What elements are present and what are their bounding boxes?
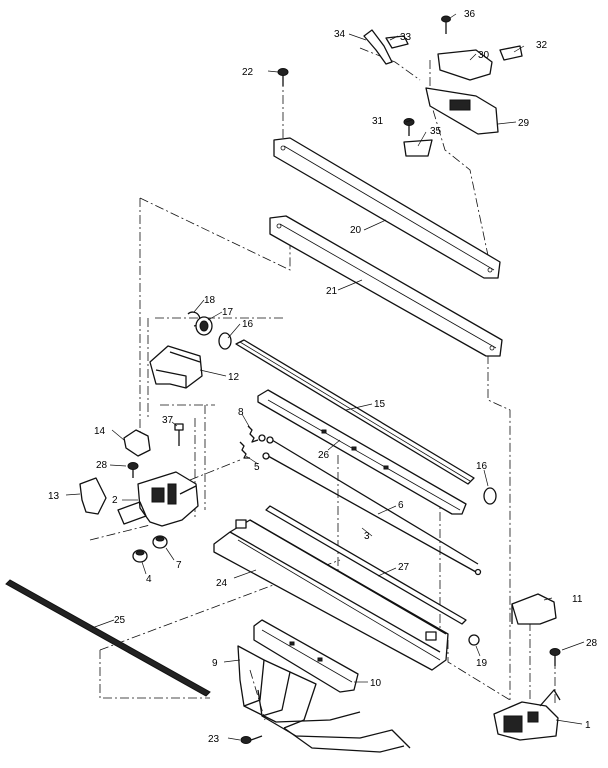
callout-33: 33 bbox=[400, 32, 412, 43]
guide-plate-26 bbox=[257, 389, 467, 515]
callout-5: 5 bbox=[254, 462, 260, 473]
callout-7: 7 bbox=[176, 560, 182, 571]
callout-17: 17 bbox=[222, 307, 234, 318]
nut-19 bbox=[468, 634, 480, 646]
rail-21 bbox=[269, 215, 503, 357]
callout-20: 20 bbox=[350, 225, 362, 236]
callout-19: 19 bbox=[476, 658, 488, 669]
carriage-bracket-assembly bbox=[363, 29, 523, 157]
rod-6 bbox=[266, 436, 479, 565]
bracket-11 bbox=[511, 593, 557, 625]
callout-12: 12 bbox=[228, 372, 240, 383]
callout-35: 35 bbox=[430, 126, 442, 137]
callout-15: 15 bbox=[374, 399, 386, 410]
callout-21: 21 bbox=[326, 286, 338, 297]
callout-24: 24 bbox=[216, 578, 228, 589]
callout-2: 2 bbox=[112, 495, 118, 506]
bushing-parts bbox=[187, 311, 497, 505]
screw-37 bbox=[174, 423, 184, 446]
rail-20 bbox=[273, 137, 501, 279]
bracket-13 bbox=[79, 477, 107, 515]
callout-6: 6 bbox=[398, 500, 404, 511]
callout-16a: 16 bbox=[242, 319, 254, 330]
screw-28-right bbox=[549, 648, 561, 666]
carriage-head-2 bbox=[117, 471, 199, 527]
leader-lines bbox=[65, 13, 585, 741]
knob-7 bbox=[152, 535, 168, 549]
shaft-15 bbox=[235, 339, 475, 485]
callout-37: 37 bbox=[162, 415, 174, 426]
callout-9: 9 bbox=[212, 658, 218, 669]
strip-25 bbox=[5, 579, 211, 697]
callout-25: 25 bbox=[114, 615, 126, 626]
knob-4 bbox=[132, 549, 148, 563]
callout-labels: 1 2 3 4 5 6 7 8 9 10 11 12 13 14 15 16 1… bbox=[48, 9, 598, 745]
callout-11: 11 bbox=[572, 594, 583, 605]
callout-1: 1 bbox=[585, 720, 591, 731]
callout-31: 31 bbox=[372, 116, 384, 127]
alignment-lines bbox=[89, 47, 556, 721]
plate-10 bbox=[253, 619, 359, 693]
callout-27: 27 bbox=[398, 562, 410, 573]
ribbon-cable-9 bbox=[237, 645, 411, 753]
callout-36: 36 bbox=[464, 9, 476, 20]
callout-18: 18 bbox=[204, 295, 216, 306]
callout-16b: 16 bbox=[476, 461, 488, 472]
rod-27 bbox=[265, 505, 467, 625]
bracket-12 bbox=[149, 345, 203, 389]
springs bbox=[239, 425, 266, 459]
callout-29: 29 bbox=[518, 118, 530, 129]
callout-34: 34 bbox=[334, 29, 346, 40]
callout-13: 13 bbox=[48, 491, 60, 502]
screw-23 bbox=[240, 735, 263, 744]
frame-24 bbox=[213, 519, 449, 671]
callout-8: 8 bbox=[238, 407, 244, 418]
callout-26: 26 bbox=[318, 450, 330, 461]
callout-30: 30 bbox=[478, 50, 490, 61]
screw-36 bbox=[441, 15, 451, 34]
housing-1 bbox=[493, 689, 561, 741]
callout-3: 3 bbox=[364, 531, 370, 542]
callout-22: 22 bbox=[242, 67, 254, 78]
callout-23: 23 bbox=[208, 734, 220, 745]
callout-28a: 28 bbox=[96, 460, 108, 471]
callout-14: 14 bbox=[94, 426, 106, 437]
screw-28-left bbox=[127, 462, 139, 478]
clip-14 bbox=[123, 429, 151, 457]
callout-32: 32 bbox=[536, 40, 548, 51]
callout-28b: 28 bbox=[586, 638, 598, 649]
callout-4: 4 bbox=[146, 574, 152, 585]
rod-3 bbox=[262, 452, 482, 576]
callout-10: 10 bbox=[370, 678, 382, 689]
screw-22 bbox=[277, 68, 289, 86]
